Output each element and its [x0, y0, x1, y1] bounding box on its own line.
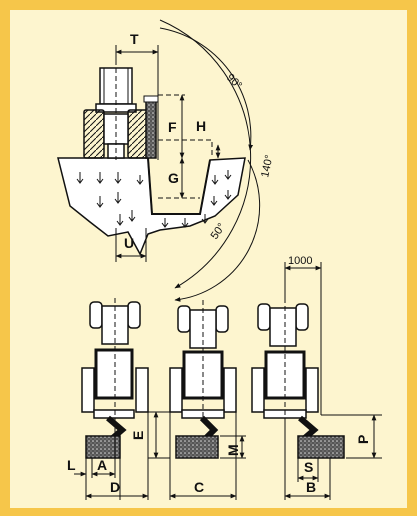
ref-h [158, 139, 213, 158]
label-s: S [304, 459, 313, 475]
arc-90 [159, 27, 254, 151]
label-t: T [130, 31, 139, 47]
label-h: H [196, 118, 206, 134]
plan-view-right [251, 298, 345, 459]
label-g: G [168, 170, 179, 186]
label-b: B [306, 479, 316, 495]
right-extensions [284, 420, 331, 500]
label-l: L [67, 457, 76, 473]
angle-50: 50° [209, 221, 228, 242]
label-m: M [225, 444, 241, 456]
tractor-rear [83, 60, 159, 160]
label-u: U [124, 235, 134, 251]
label-f: F [168, 119, 177, 135]
arc-140 [159, 19, 252, 289]
label-c: C [194, 479, 204, 495]
label-e: E [130, 431, 146, 440]
e-extensions [148, 411, 170, 459]
trench-outline [147, 157, 211, 215]
plan-view-center [169, 300, 237, 459]
left-extensions [85, 420, 121, 500]
label-1000: 1000 [288, 255, 312, 267]
label-p: P [355, 435, 371, 444]
label-d: D [110, 479, 120, 495]
label-a: A [97, 457, 107, 473]
soil-arrows [76, 170, 232, 228]
c-extensions [169, 412, 237, 500]
side-view: T F H G U 90° 140° 50° [57, 19, 276, 302]
plan-view-left [81, 298, 149, 459]
angle-140: 140° [259, 154, 275, 179]
arc-50 [174, 159, 261, 302]
